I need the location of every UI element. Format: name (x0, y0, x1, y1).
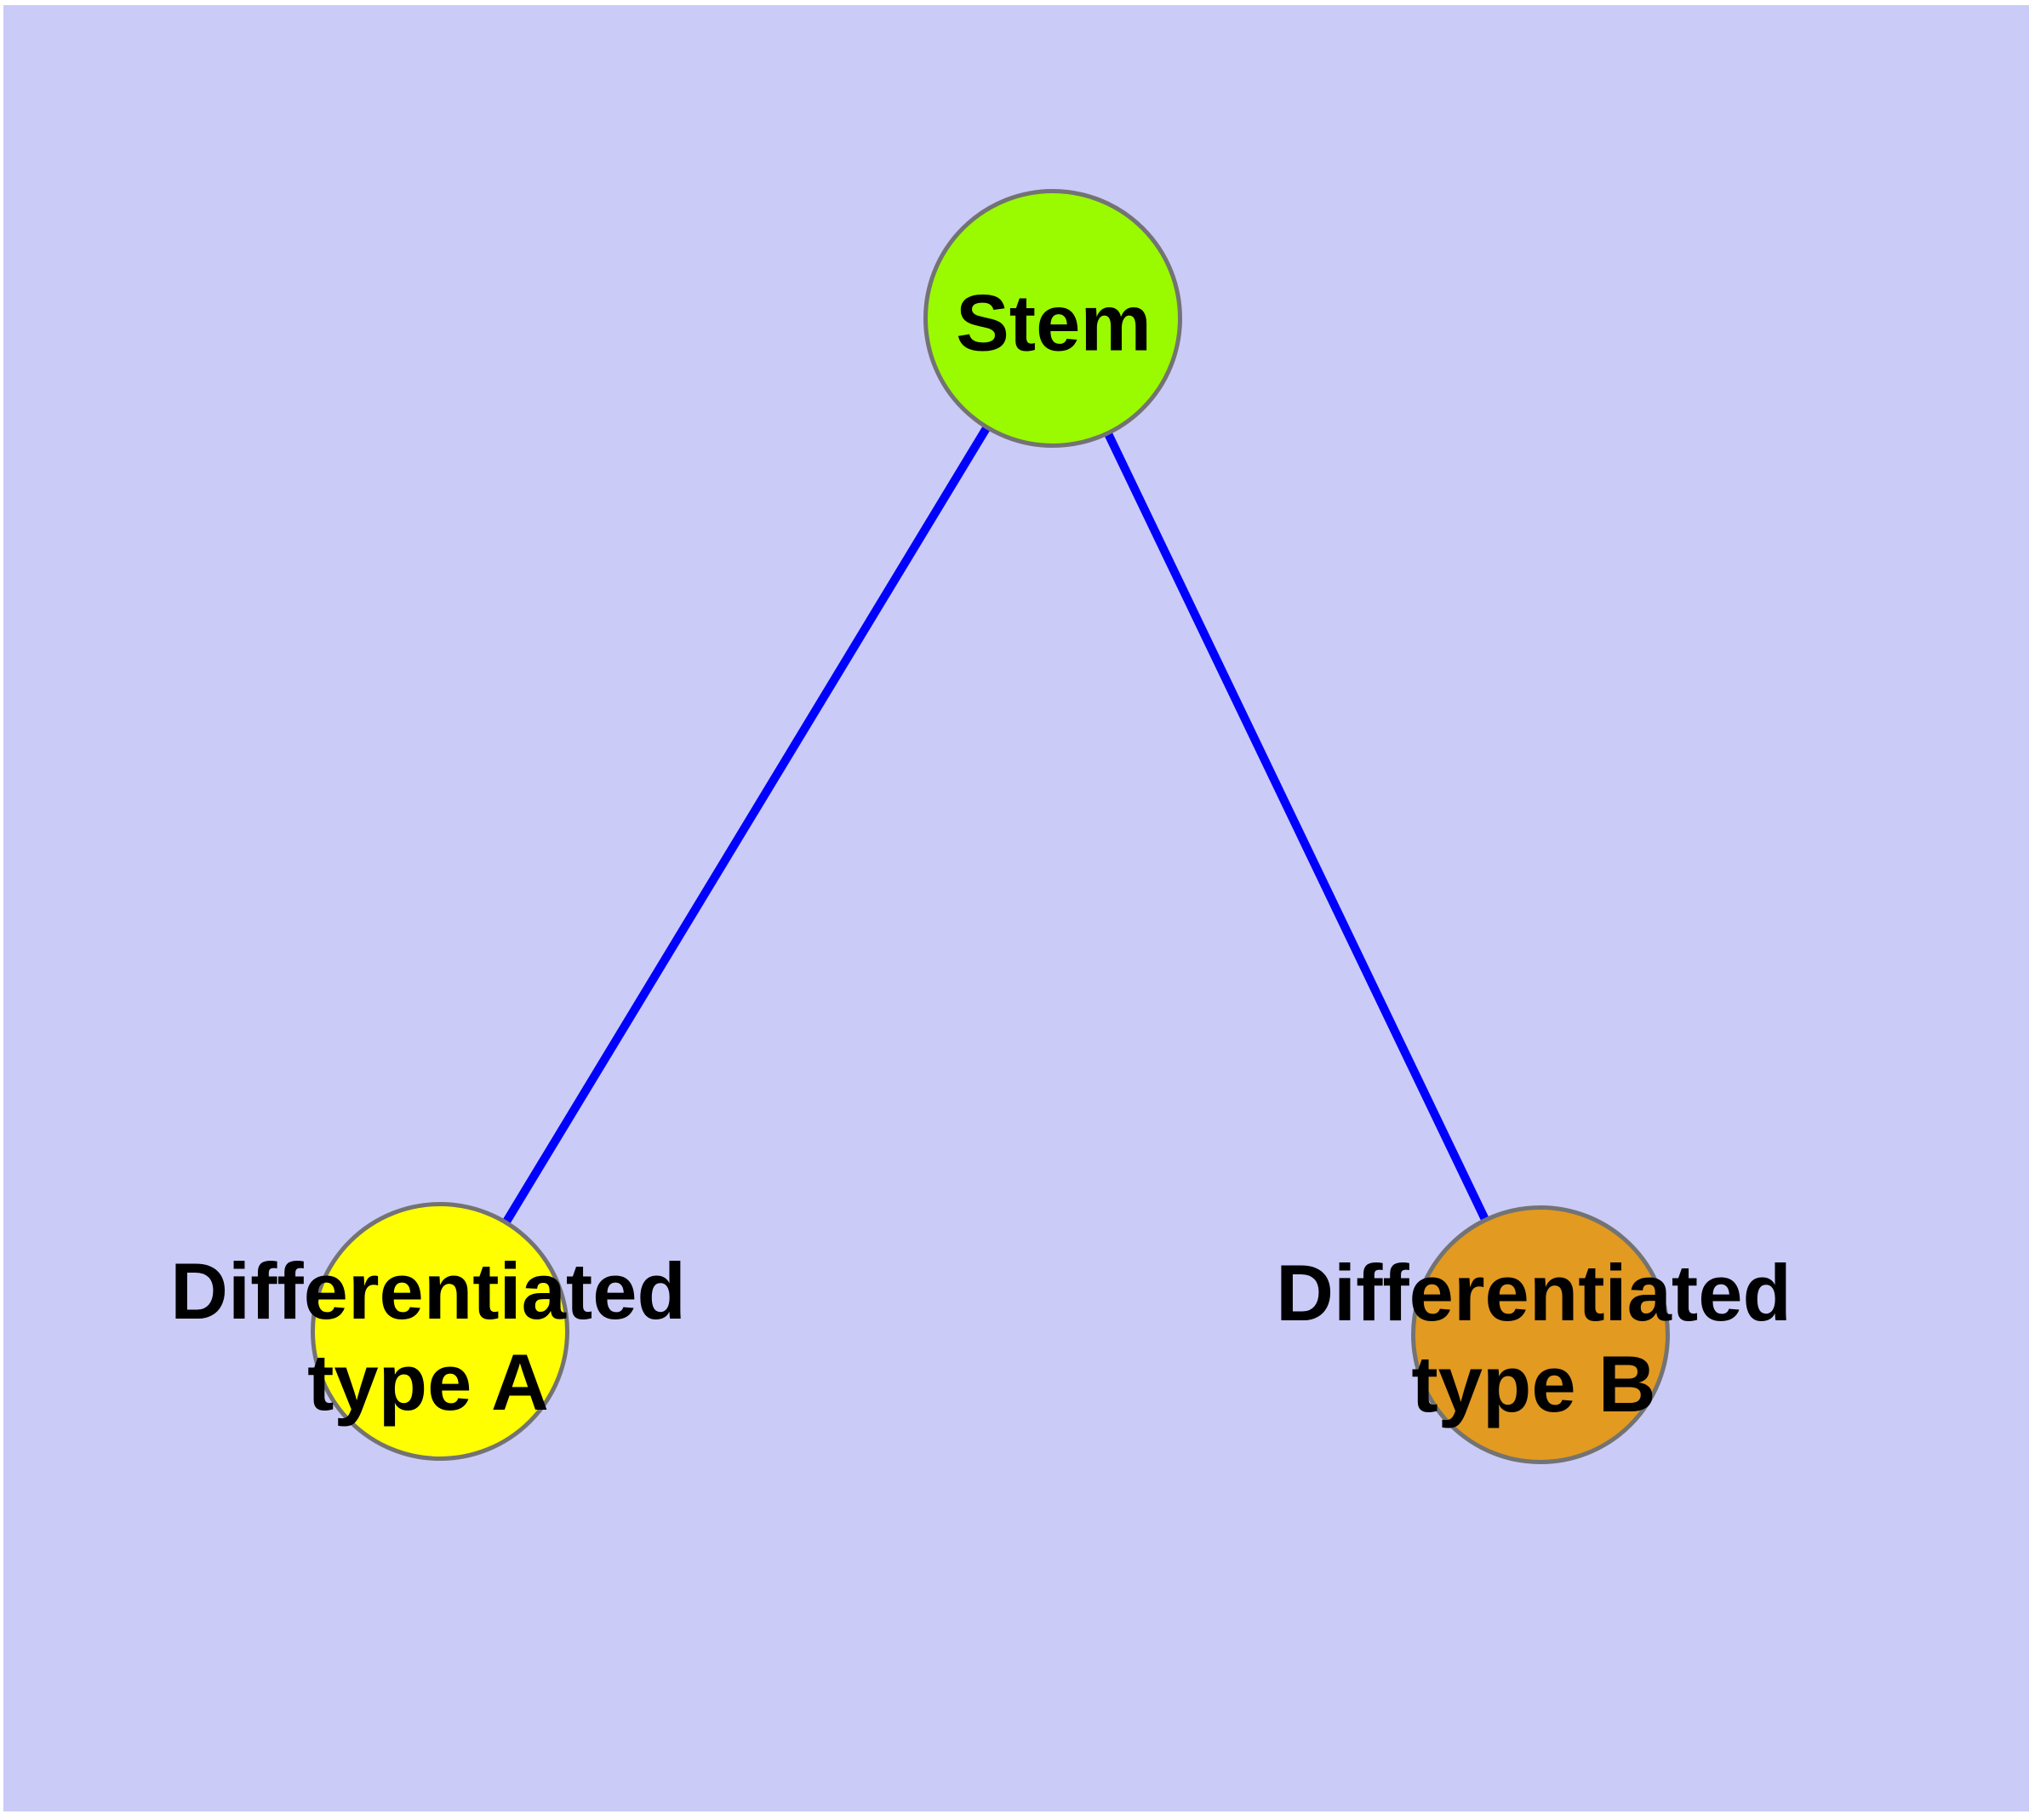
node-differentiated-type-b (1411, 1205, 1670, 1464)
edge-stem-to-type-b (1049, 316, 1545, 1337)
node-label-stem: Stem (956, 278, 1152, 369)
node-label-type-a-line-1: Differentiated (170, 1246, 686, 1336)
edge-stem-to-type-a (436, 316, 1057, 1334)
node-differentiated-type-a (311, 1202, 569, 1461)
node-label-differentiated-type-b: Differentiated type B (1276, 1247, 1792, 1429)
node-label-type-a-line-2: type A (307, 1337, 549, 1427)
node-label-type-b-line-1: Differentiated (1276, 1248, 1792, 1337)
node-label-differentiated-type-a: Differentiated type A (170, 1245, 686, 1428)
node-label-stem-text: Stem (956, 278, 1152, 368)
node-label-type-b-line-2: type B (1411, 1339, 1656, 1428)
node-stem (923, 189, 1182, 448)
